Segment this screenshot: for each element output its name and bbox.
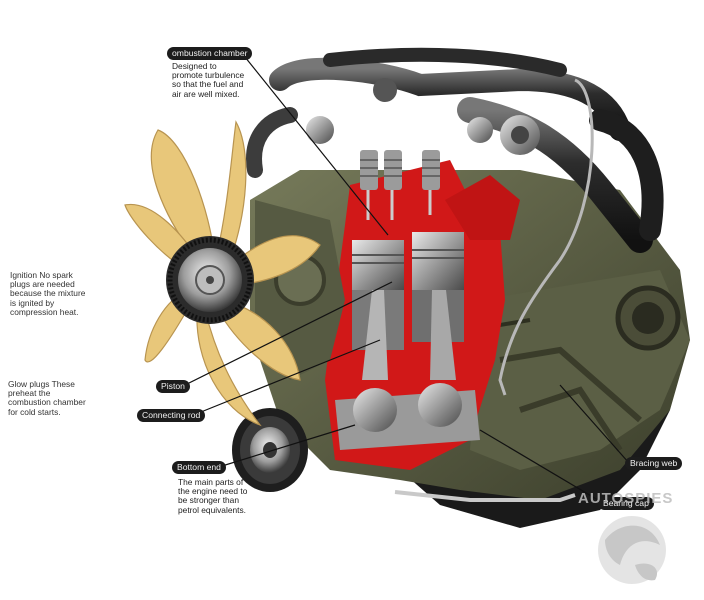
sump-rail: [394, 490, 576, 502]
combustion-chamber-label: ombustion chamber: [167, 47, 253, 60]
intake-manifold: [246, 47, 664, 253]
ignition-note: Ignition No spark plugs are needed becau…: [10, 270, 86, 317]
watermark-globe-icon: [598, 516, 666, 584]
cooling-fan: [124, 120, 321, 427]
bracing-web-label: Bracing web: [625, 457, 683, 470]
connecting-rod-label: Connecting rod: [137, 409, 206, 422]
fuel-line: [498, 78, 594, 396]
glow-plugs-note: Glow plugs These preheat the combustion …: [8, 379, 86, 417]
combustion-chamber-note: Designed to promote turbulence so that t…: [172, 61, 245, 99]
bearing-cap-label: Bearing cap: [598, 497, 654, 510]
piston-label: Piston: [156, 380, 190, 393]
bottom-end-label: Bottom end: [172, 461, 226, 474]
crank-pulley: [232, 408, 308, 492]
bottom-end-note: The main parts of the engine need to be …: [178, 477, 248, 515]
watermark-text: AUTOSPIES: [578, 490, 674, 507]
leader-lines: [182, 56, 630, 504]
cylinder-cutaway: [325, 150, 520, 470]
